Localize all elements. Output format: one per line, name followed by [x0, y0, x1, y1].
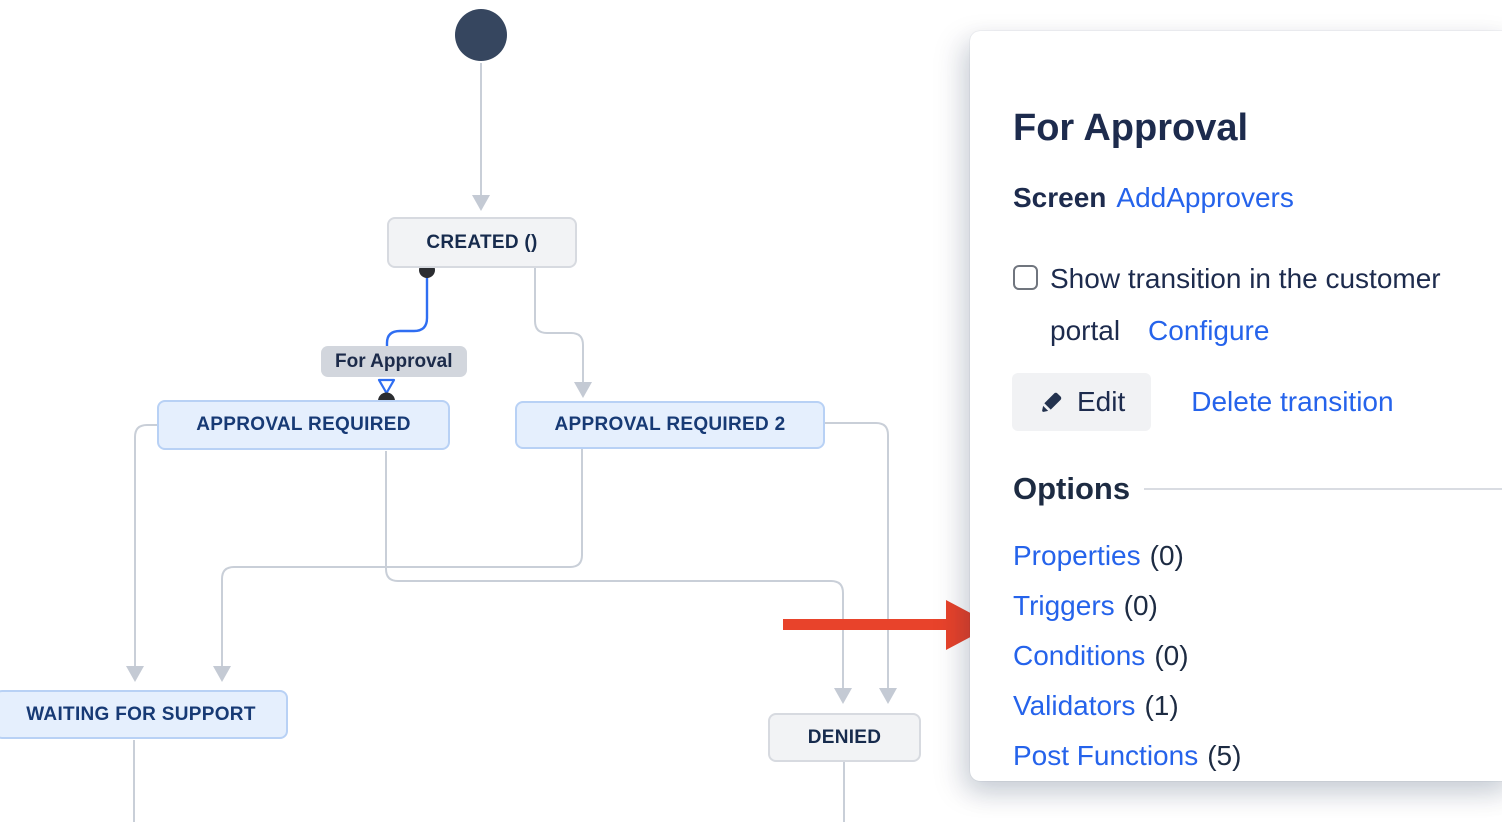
annotation-red-arrow-icon [780, 598, 996, 652]
edge-created-to-approval-required-2[interactable] [534, 268, 592, 398]
delete-transition-link[interactable]: Delete transition [1191, 386, 1394, 417]
status-label: CREATED () [426, 231, 538, 253]
screen-label: Screen [1013, 182, 1107, 213]
status-node-approval-required[interactable]: APPROVAL REQUIRED [157, 400, 450, 450]
post-functions-count: (5) [1207, 740, 1242, 771]
option-row-validators: Validators (1) [1013, 681, 1241, 731]
conditions-link[interactable]: Conditions [1013, 640, 1146, 671]
triggers-count: (0) [1123, 590, 1158, 621]
options-heading-rule [1144, 488, 1502, 490]
status-label: APPROVAL REQUIRED [196, 414, 411, 435]
options-heading: Options [1013, 471, 1502, 507]
edge-approval-required-2-to-waiting[interactable] [213, 449, 583, 682]
edit-row: Edit Delete transition [1012, 373, 1394, 431]
arrowhead-icon [472, 195, 490, 211]
properties-link[interactable]: Properties [1013, 540, 1141, 571]
edge-approval-required-to-waiting[interactable] [126, 424, 157, 682]
edge-created-to-approval-required-selected[interactable] [377, 262, 435, 410]
option-row-post-functions: Post Functions (5) [1013, 731, 1241, 781]
edge-start-to-created[interactable] [472, 63, 490, 211]
status-node-waiting-for-support[interactable]: WAITING FOR SUPPORT [0, 690, 288, 739]
options-heading-label: Options [1013, 471, 1131, 506]
arrowhead-open-icon [377, 378, 396, 395]
arrowhead-icon [574, 382, 592, 398]
arrowhead-icon [213, 666, 231, 682]
edge-approval-required-to-denied[interactable] [385, 451, 852, 704]
status-node-approval-required-2[interactable]: APPROVAL REQUIRED 2 [515, 401, 825, 449]
edge-approval-required-2-to-denied[interactable] [825, 422, 897, 704]
option-row-properties: Properties (0) [1013, 531, 1241, 581]
validators-link[interactable]: Validators [1013, 690, 1136, 721]
option-row-conditions: Conditions (0) [1013, 631, 1241, 681]
show-transition-checkbox[interactable] [1013, 265, 1038, 290]
arrowhead-icon [879, 688, 897, 704]
configure-link[interactable]: Configure [1148, 315, 1270, 346]
workflow-start-node[interactable] [455, 9, 507, 61]
options-list: Properties(0) Triggers(0) Conditions(0) … [1013, 531, 1241, 781]
option-row-triggers: Triggers (0) [1013, 581, 1241, 631]
status-node-denied[interactable]: DENIED [768, 713, 921, 762]
post-functions-link[interactable]: Post Functions [1013, 740, 1199, 771]
status-label: DENIED [807, 726, 882, 748]
edit-button[interactable]: Edit [1012, 373, 1152, 431]
arrowhead-icon [834, 688, 852, 704]
edit-button-label: Edit [1077, 386, 1126, 417]
status-label: APPROVAL REQUIRED 2 [554, 414, 786, 435]
conditions-count: (0) [1154, 640, 1189, 671]
validators-count: (1) [1144, 690, 1179, 721]
show-transition-label: Show transition in the customer portal [1050, 263, 1441, 346]
screen-value-link[interactable]: AddApprovers [1116, 182, 1294, 213]
screen-row: Screen AddApprovers [1013, 181, 1294, 215]
status-node-created[interactable]: CREATED () [387, 217, 577, 268]
transition-detail-panel: For Approval Screen AddApprovers Show tra… [970, 31, 1502, 781]
pencil-icon [1038, 389, 1065, 416]
arrowhead-icon [126, 666, 144, 682]
status-label: WAITING FOR SUPPORT [26, 703, 256, 725]
transition-label-for-approval[interactable]: For Approval [321, 346, 467, 377]
properties-count: (0) [1149, 540, 1184, 571]
panel-title: For Approval [1013, 107, 1249, 149]
triggers-link[interactable]: Triggers [1013, 590, 1115, 621]
